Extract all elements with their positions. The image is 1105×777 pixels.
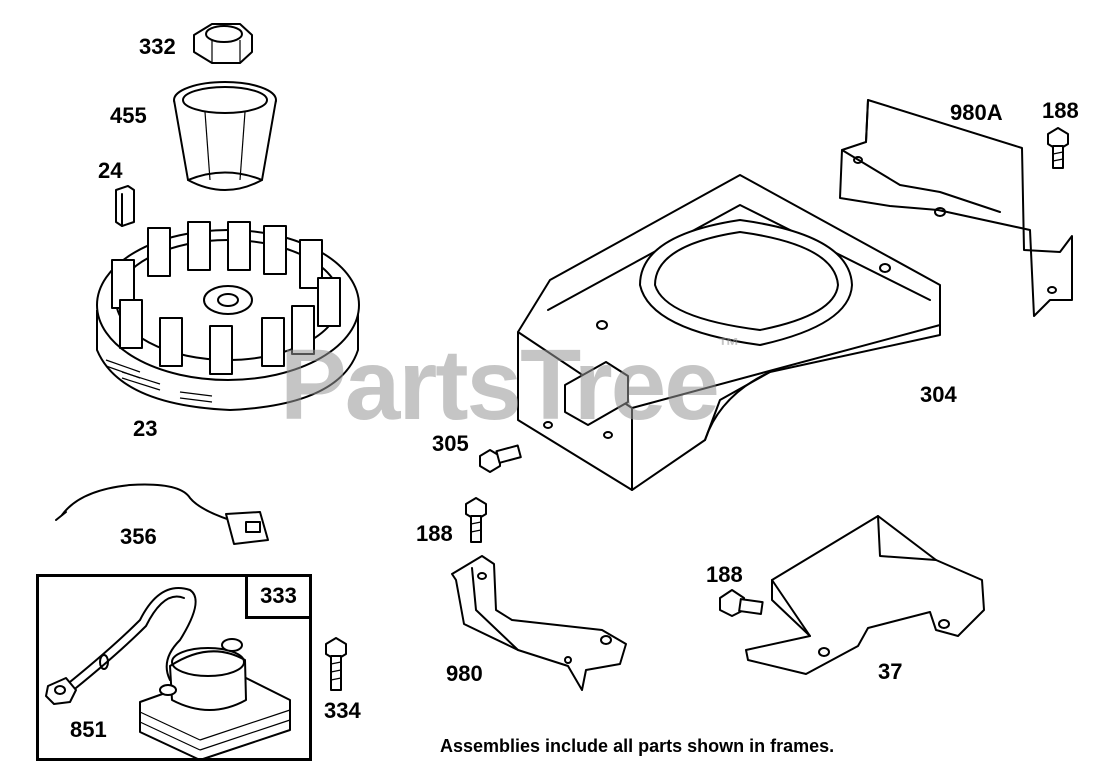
starter-cup-455 [173,81,277,191]
screw-188-top [1047,127,1069,169]
label-980: 980 [446,661,483,686]
label-188-top: 188 [1042,98,1079,123]
ignition-coil-assembly [45,587,291,761]
label-23: 23 [133,416,158,441]
label-188-mid: 188 [416,521,453,546]
label-24: 24 [98,158,123,183]
blower-housing-304 [517,174,941,491]
label-334: 334 [324,698,361,723]
label-332: 332 [139,34,176,59]
flywheel-23 [96,221,360,411]
screw-188-mid [465,497,487,543]
screw-334 [325,637,347,691]
label-37: 37 [878,659,903,684]
watermark: PartsTree™ [280,329,740,441]
label-333: 333 [245,577,309,619]
bracket-980 [451,555,627,691]
baffle-plate-37 [745,515,985,675]
frame-footnote: Assemblies include all parts shown in fr… [440,736,835,756]
label-304: 304 [920,382,957,407]
screw-305 [479,444,522,473]
screw-188-right [719,589,764,617]
label-980A: 980A [950,100,1003,125]
bracket-980A [839,99,1073,317]
label-455: 455 [110,103,147,128]
label-851: 851 [70,717,107,742]
label-305: 305 [432,431,469,456]
hex-nut-332 [193,23,253,64]
assembly-frame: 333 [36,574,312,761]
ground-wire-356 [55,483,269,545]
label-356: 356 [120,524,157,549]
label-188-right: 188 [706,562,743,587]
flywheel-key-24 [115,185,135,227]
